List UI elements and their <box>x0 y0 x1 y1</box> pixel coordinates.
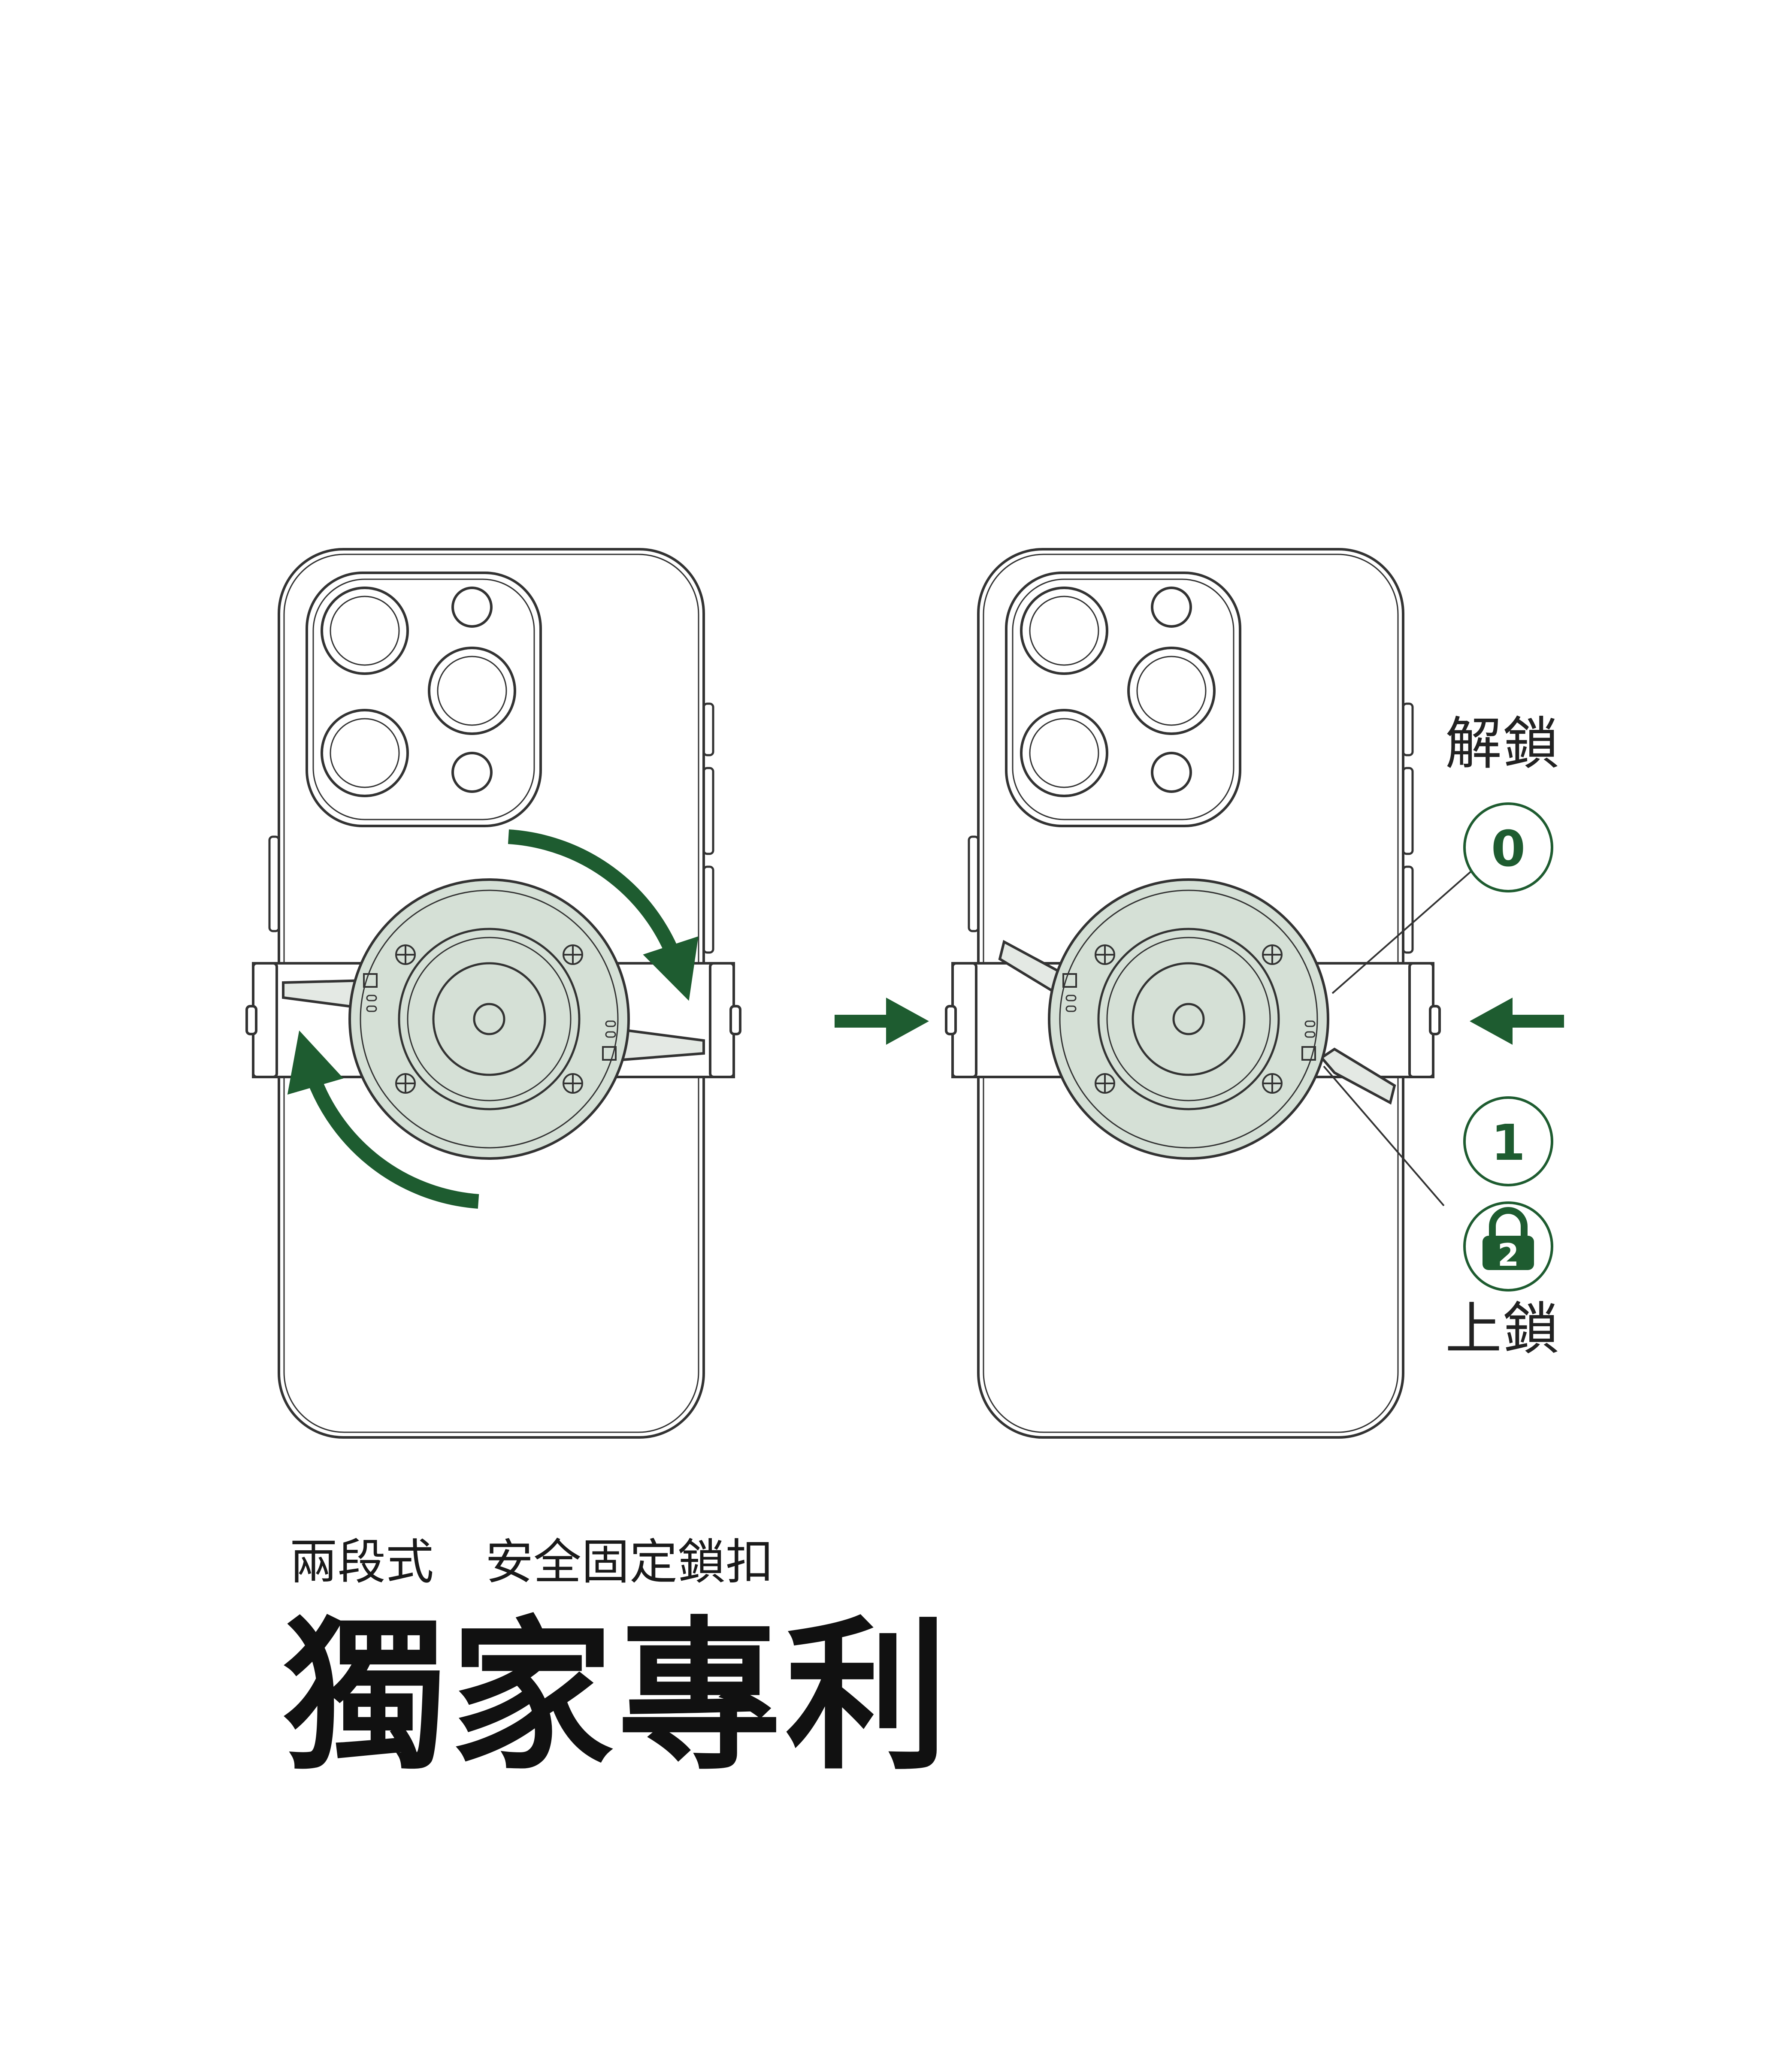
mount-disc-right <box>1048 878 1329 1160</box>
unlock-label: 解鎖 <box>1445 711 1560 777</box>
step-0-label: 0 <box>1491 820 1525 878</box>
rotate-arrows-icon <box>287 829 699 1209</box>
push-arrow-icon <box>835 998 1564 1045</box>
leader-lines <box>1323 868 1475 1207</box>
camera-module-right <box>1005 572 1241 827</box>
step-0-badge: 0 <box>1463 802 1553 892</box>
camera-module-left <box>306 572 542 827</box>
step-1-badge: 1 <box>1463 1096 1553 1186</box>
mount-disc-left <box>348 878 630 1160</box>
phone-left <box>245 548 741 1439</box>
step-2-badge: 2 <box>1463 1201 1553 1292</box>
subtitle-part1: 兩段式 <box>290 1534 434 1590</box>
subtitle-part2: 安全固定鎖扣 <box>485 1534 774 1590</box>
step-2-label: 2 <box>1498 1237 1519 1273</box>
lock-label: 上鎖 <box>1445 1296 1560 1362</box>
page-title: 獨家專利 <box>283 1602 953 1792</box>
step-1-label: 1 <box>1491 1114 1525 1172</box>
subtitle: 兩段式安全固定鎖扣 <box>290 1538 774 1586</box>
lock-icon <box>1483 1207 1534 1270</box>
phone-right <box>945 548 1441 1439</box>
